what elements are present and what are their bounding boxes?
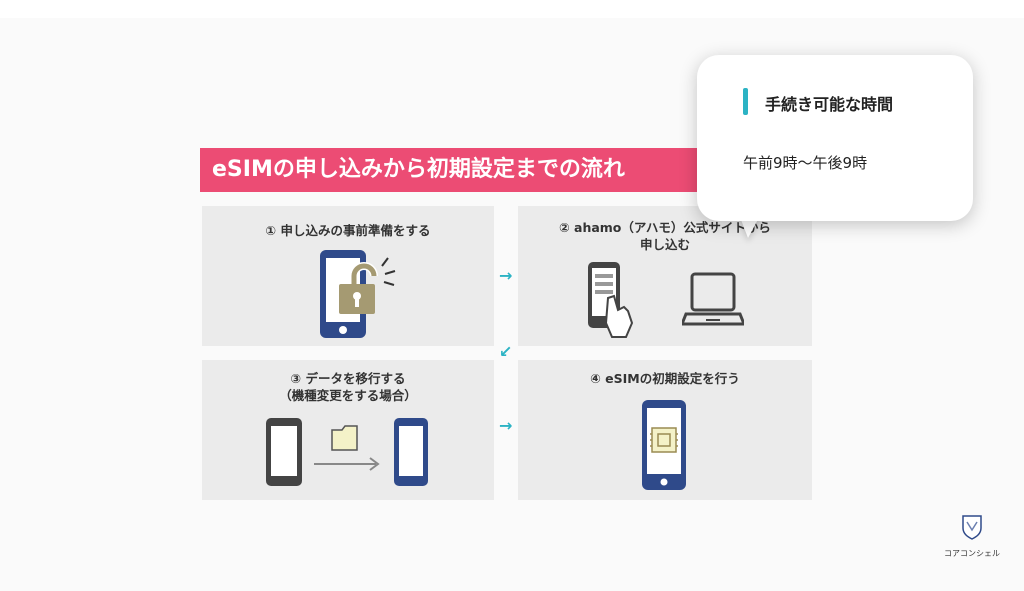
step-2-card: ② ahamo（アハモ）公式サイトから 申し込む <box>518 206 812 346</box>
step-2-label: ② ahamo（アハモ）公式サイトから 申し込む <box>518 219 812 253</box>
step-3-card: ③ データを移行する （機種変更をする場合） <box>202 360 494 500</box>
brand-logo: コアコンシェル <box>944 514 1000 570</box>
arrow-step2-to-step3: ↙ <box>499 342 513 361</box>
brand-logo-text: コアコンシェル <box>944 549 1000 558</box>
arrow-step3-to-step4: → <box>499 416 513 435</box>
step-3-label-text: ③ データを移行する （機種変更をする場合） <box>279 371 417 403</box>
smartphone-tap-icon <box>588 262 634 338</box>
arrow-step1-to-step2: → <box>499 266 513 285</box>
step-4-card: ④ eSIMの初期設定を行う <box>518 360 812 500</box>
step-4-label: ④ eSIMの初期設定を行う <box>590 371 740 386</box>
tooltip-accent-bar <box>743 88 748 115</box>
shield-logo-icon <box>962 515 982 540</box>
smartphone-esim-chip-icon <box>642 400 686 490</box>
tooltip-title: 手続き可能な時間 <box>765 95 894 114</box>
data-transfer-icon <box>266 418 428 486</box>
smartphone-unlock-icon <box>320 250 396 338</box>
step-1-label: ① 申し込みの事前準備をする <box>265 223 431 238</box>
step-1-card: ① 申し込みの事前準備をする <box>202 206 494 346</box>
step-3-label: ③ データを移行する （機種変更をする場合） <box>202 370 494 404</box>
hours-tooltip: 手続き可能な時間 午前9時〜午後9時 <box>697 55 973 221</box>
step-2-label-text: ② ahamo（アハモ）公式サイトから 申し込む <box>559 220 771 252</box>
tooltip-text: 午前9時〜午後9時 <box>743 154 868 172</box>
laptop-icon <box>682 272 744 326</box>
